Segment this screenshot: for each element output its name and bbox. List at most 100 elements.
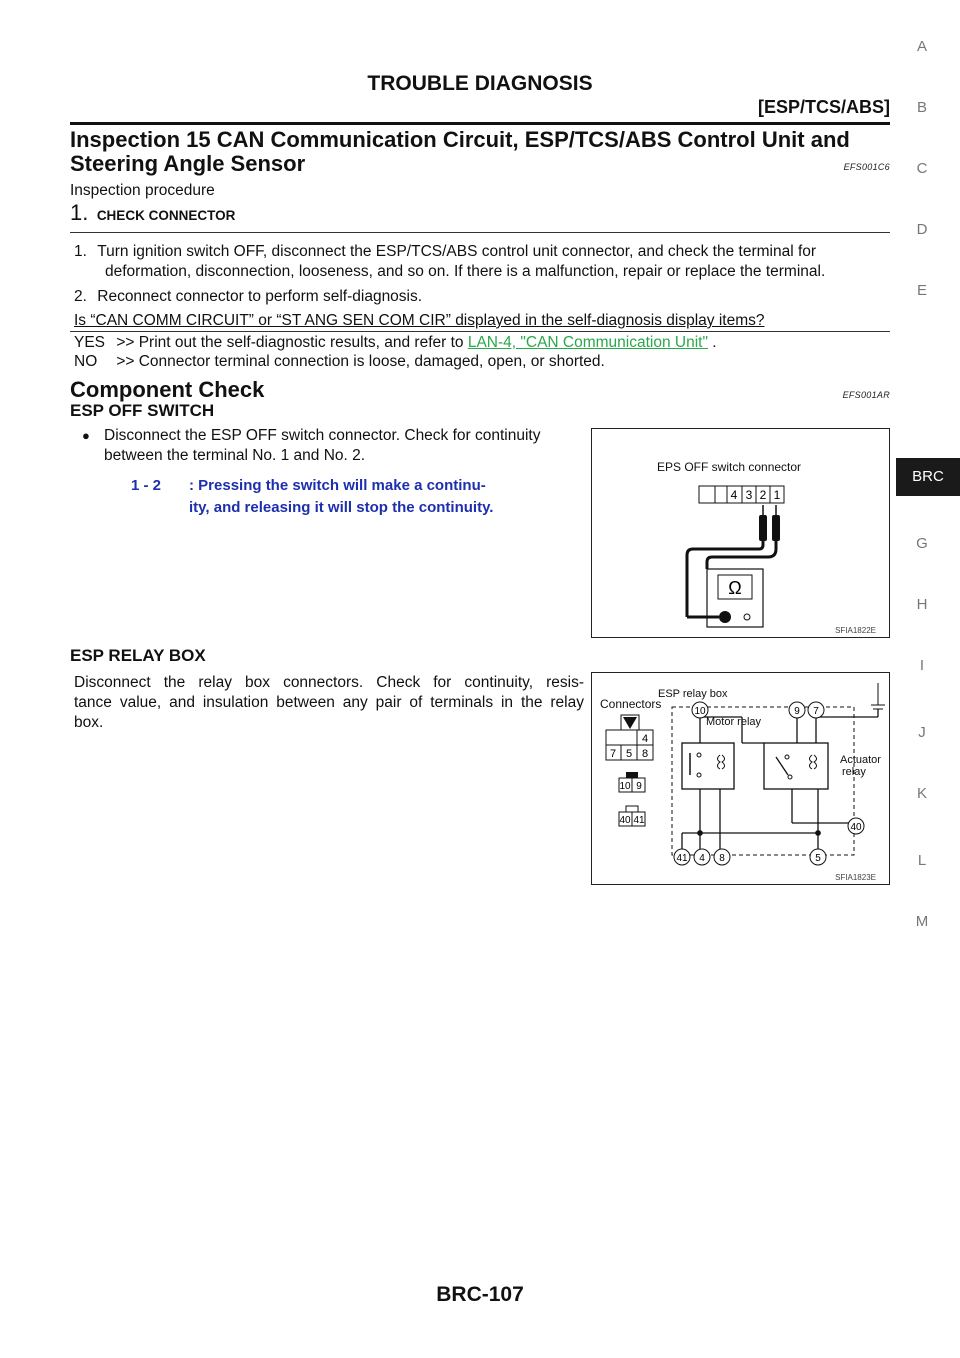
side-tab-b[interactable]: B — [916, 99, 927, 116]
bullet-line: between the terminal No. 1 and No. 2. — [104, 447, 366, 464]
pin-label: 4 — [731, 488, 738, 502]
connector-body: 4 3 2 1 — [698, 485, 785, 504]
list-item-text-cont: deformation, disconnection, looseness, a… — [105, 263, 826, 280]
side-tab-m[interactable]: M — [915, 913, 929, 930]
relay-para-line: tance value, and insulation between any … — [74, 694, 584, 711]
terminal-5: 5 — [809, 848, 827, 866]
list-item: 2. Reconnect connector to perform self-d… — [74, 287, 890, 307]
connector-label: EPS OFF switch connector — [657, 460, 801, 474]
list-item-number: 1. — [74, 243, 87, 260]
page-number: BRC-107 — [436, 1283, 524, 1306]
terminal-7: 7 — [807, 701, 825, 719]
terminal-10: 10 — [691, 701, 709, 719]
svg-text:40: 40 — [850, 822, 862, 833]
side-tab-brc-active[interactable]: BRC — [896, 458, 960, 496]
list-item-text: Turn ignition switch OFF, disconnect the… — [97, 243, 817, 260]
esp-off-heading: ESP OFF SWITCH — [70, 401, 215, 420]
figure-code: SFIA1823E — [835, 873, 876, 882]
relay-box-heading: ESP RELAY BOX — [70, 646, 206, 665]
page-header-title: TROUBLE DIAGNOSIS — [367, 72, 593, 95]
terminal-8: 8 — [713, 848, 731, 866]
motor-relay-label: Motor relay — [706, 716, 762, 728]
relay-paragraph: Disconnect the relay box connectors. Che… — [74, 673, 584, 733]
yes-tail: . — [712, 334, 717, 351]
svg-text:5: 5 — [815, 853, 821, 864]
esp-off-switch-diagram: EPS OFF switch connector 4 3 2 1 Ω — [657, 460, 876, 635]
yes-text: >> Print out the self-diagnostic results… — [116, 334, 464, 351]
svg-text:9: 9 — [794, 706, 800, 717]
inspection-title-line2: Steering Angle Sensor — [70, 151, 306, 176]
pin-label: 1 — [774, 488, 781, 502]
terminal-41: 41 — [673, 848, 691, 866]
connector-a: 4 7 5 8 — [605, 714, 654, 761]
motor-relay — [681, 742, 735, 790]
side-tab-i[interactable]: I — [919, 657, 925, 674]
inspection-section: Inspection 15 CAN Communication Circuit,… — [70, 128, 890, 176]
relay-para-line: box. — [74, 714, 104, 731]
relay-box-outline — [671, 706, 855, 856]
relay-wiring — [681, 709, 879, 857]
inspection-code: EFS001C6 — [843, 162, 890, 172]
pin-label: 7 — [610, 748, 616, 760]
question-rule — [70, 331, 890, 332]
svg-text:41: 41 — [676, 853, 688, 864]
pin-label: 8 — [642, 748, 648, 760]
side-tab-h[interactable]: H — [916, 596, 928, 613]
figure-code: SFIA1822E — [835, 626, 876, 635]
component-section-header: Component Check EFS001AR — [70, 378, 890, 402]
side-tab-a[interactable]: A — [916, 38, 927, 55]
actuator-label: Actuator — [840, 754, 881, 766]
esp-off-bullet: ● Disconnect the ESP OFF switch connecto… — [82, 426, 582, 466]
no-row: NO >> Connector terminal connection is l… — [74, 352, 890, 372]
bullet-icon: ● — [82, 428, 90, 443]
pin-label: 5 — [626, 748, 632, 760]
side-tab-l[interactable]: L — [917, 852, 927, 869]
lan-4-link[interactable]: LAN-4, "CAN Communication Unit" — [467, 334, 708, 351]
side-tab-e[interactable]: E — [916, 282, 927, 299]
ohmmeter: Ω — [687, 568, 764, 628]
side-tab-g[interactable]: G — [916, 535, 928, 552]
list-item: 1. Turn ignition switch OFF, disconnect … — [74, 242, 890, 262]
svg-text:7: 7 — [813, 706, 819, 717]
step-title: CHECK CONNECTOR — [96, 208, 236, 223]
terminal-4: 4 — [693, 848, 711, 866]
figure-esp-off-switch: EPS OFF switch connector 4 3 2 1 Ω — [591, 428, 890, 638]
pin-label: 2 — [760, 488, 767, 502]
svg-text:8: 8 — [719, 853, 725, 864]
bullet-line: Disconnect the ESP OFF switch connector.… — [104, 427, 541, 444]
list-item-number: 2. — [74, 288, 87, 305]
spec-terminals: 1 - 2 — [131, 477, 162, 494]
no-text: >> Connector terminal connection is loos… — [116, 353, 605, 370]
side-tab-c[interactable]: C — [916, 160, 928, 177]
step-header: 1. CHECK CONNECTOR — [70, 200, 890, 226]
component-title: Component Check — [70, 377, 265, 402]
step-number: 1. — [70, 200, 89, 225]
terminal-40: 40 — [847, 817, 865, 835]
side-tab-k[interactable]: K — [916, 785, 927, 802]
component-code: EFS001AR — [842, 390, 890, 400]
ground-icon — [871, 683, 885, 710]
ohm-symbol: Ω — [728, 578, 741, 598]
spec-line: ity, and releasing it will stop the cont… — [189, 499, 494, 516]
side-tab-d[interactable]: D — [916, 221, 928, 238]
terminal-9: 9 — [788, 701, 806, 719]
connector-b: 10 9 — [618, 772, 646, 793]
figure-esp-relay-box: Connectors ESP relay box Motor relay Act… — [591, 672, 890, 885]
pin-label: 3 — [746, 488, 753, 502]
connectors-label: Connectors — [600, 697, 661, 711]
section-subtitle: [ESP/TCS/ABS] — [757, 97, 890, 117]
relay-box-label: ESP relay box — [658, 688, 728, 700]
relay-para-line: Disconnect the relay box connectors. Che… — [74, 674, 584, 691]
svg-text:10: 10 — [694, 706, 706, 717]
connector-c: 40 41 — [618, 805, 646, 827]
procedure-label: Inspection procedure — [70, 182, 215, 199]
actuator-relay — [763, 742, 829, 790]
step-rule — [70, 232, 890, 233]
inspection-title-line1: Inspection 15 CAN Communication Circuit,… — [70, 127, 850, 152]
pin-label: 9 — [636, 781, 642, 792]
side-tab-j[interactable]: J — [918, 724, 926, 741]
pin-label: 40 — [619, 815, 631, 826]
probe-leads — [685, 505, 780, 617]
spec-line: : Pressing the switch will make a contin… — [189, 477, 486, 494]
pin-label: 10 — [619, 781, 631, 792]
